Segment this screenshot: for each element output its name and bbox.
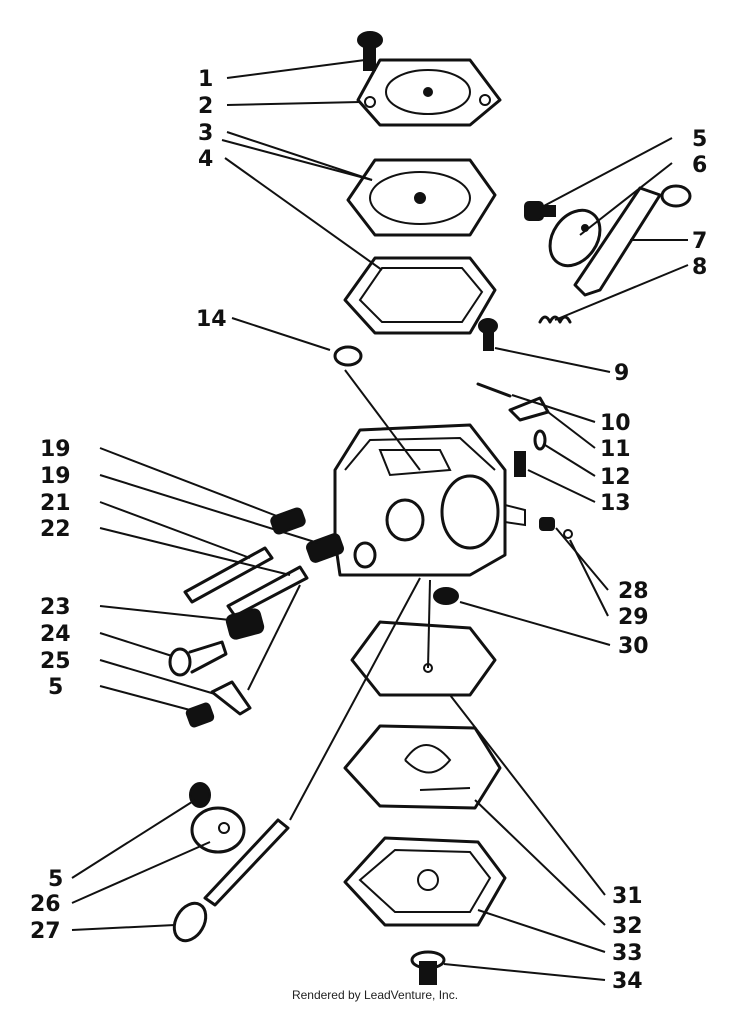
part-24-screw xyxy=(168,640,228,677)
callout-33: 33 xyxy=(612,941,643,966)
callout-9: 9 xyxy=(614,361,629,386)
footer-credit: Rendered by LeadVenture, Inc. xyxy=(291,988,459,1002)
callout-7: 7 xyxy=(692,229,707,254)
callout-13: 13 xyxy=(600,491,631,516)
part-29-ball xyxy=(563,529,573,539)
callout-25: 25 xyxy=(40,649,71,674)
callout-30: 30 xyxy=(618,634,649,659)
part-25-plate xyxy=(210,680,252,716)
callout-1: 1 xyxy=(198,67,213,92)
part-14-plug xyxy=(333,345,363,367)
carburetor-body xyxy=(333,423,526,577)
callout-8: 8 xyxy=(692,255,707,280)
part-22-needle xyxy=(226,565,309,618)
callout-32: 32 xyxy=(612,914,643,939)
part-26-choke-plate xyxy=(190,806,246,854)
callout-5-lower: 5 xyxy=(48,867,63,892)
callout-6: 6 xyxy=(692,153,707,178)
callout-3: 3 xyxy=(198,121,213,146)
callout-31: 31 xyxy=(612,884,643,909)
part-34-screw xyxy=(410,950,446,985)
callout-5-upper: 5 xyxy=(692,127,707,152)
callout-24: 24 xyxy=(40,622,71,647)
part-9-screw xyxy=(478,318,498,351)
part-21-needle xyxy=(183,546,274,604)
part-19-springs xyxy=(270,507,344,563)
callout-27: 27 xyxy=(30,919,61,944)
callout-4: 4 xyxy=(198,147,213,172)
part-8-spring xyxy=(538,315,572,324)
part-12-needle xyxy=(533,429,547,451)
part-5-screw-left xyxy=(185,702,215,728)
part-32-diaphragm xyxy=(343,724,502,810)
part-3-diaphragm xyxy=(346,158,497,237)
callout-29: 29 xyxy=(618,605,649,630)
callout-34: 34 xyxy=(612,969,643,994)
part-1-screw xyxy=(357,31,383,71)
part-4-gasket xyxy=(343,256,497,335)
callout-28: 28 xyxy=(618,579,649,604)
callout-10: 10 xyxy=(600,411,631,436)
part-5-screw-upper xyxy=(524,201,556,221)
part-10-pin xyxy=(476,382,512,398)
part-28-spring xyxy=(539,517,555,531)
callout-19-b: 19 xyxy=(40,464,71,489)
leader-lines xyxy=(71,59,689,981)
callout-12: 12 xyxy=(600,465,631,490)
part-2-cover-plate xyxy=(356,58,502,127)
part-13-spring xyxy=(514,451,526,477)
part-7-throttle-shaft xyxy=(573,184,692,297)
callout-22: 22 xyxy=(40,517,71,542)
callout-5-left: 5 xyxy=(48,675,63,700)
callout-11: 11 xyxy=(600,437,631,462)
part-30-plug xyxy=(433,587,459,605)
part-23-spring xyxy=(225,608,265,640)
part-5-screw-lower xyxy=(189,782,211,808)
part-31-gasket xyxy=(350,620,497,697)
part-27-choke-shaft xyxy=(172,818,290,943)
callout-2: 2 xyxy=(198,94,213,119)
callout-21: 21 xyxy=(40,491,71,516)
callout-23: 23 xyxy=(40,595,71,620)
callout-26: 26 xyxy=(30,892,61,917)
part-33-cover xyxy=(343,836,507,927)
callout-labels: 1 2 3 4 5 6 7 8 14 9 10 11 12 13 19 19 2… xyxy=(30,67,707,994)
callout-14: 14 xyxy=(196,307,227,332)
callout-19-a: 19 xyxy=(40,437,71,462)
